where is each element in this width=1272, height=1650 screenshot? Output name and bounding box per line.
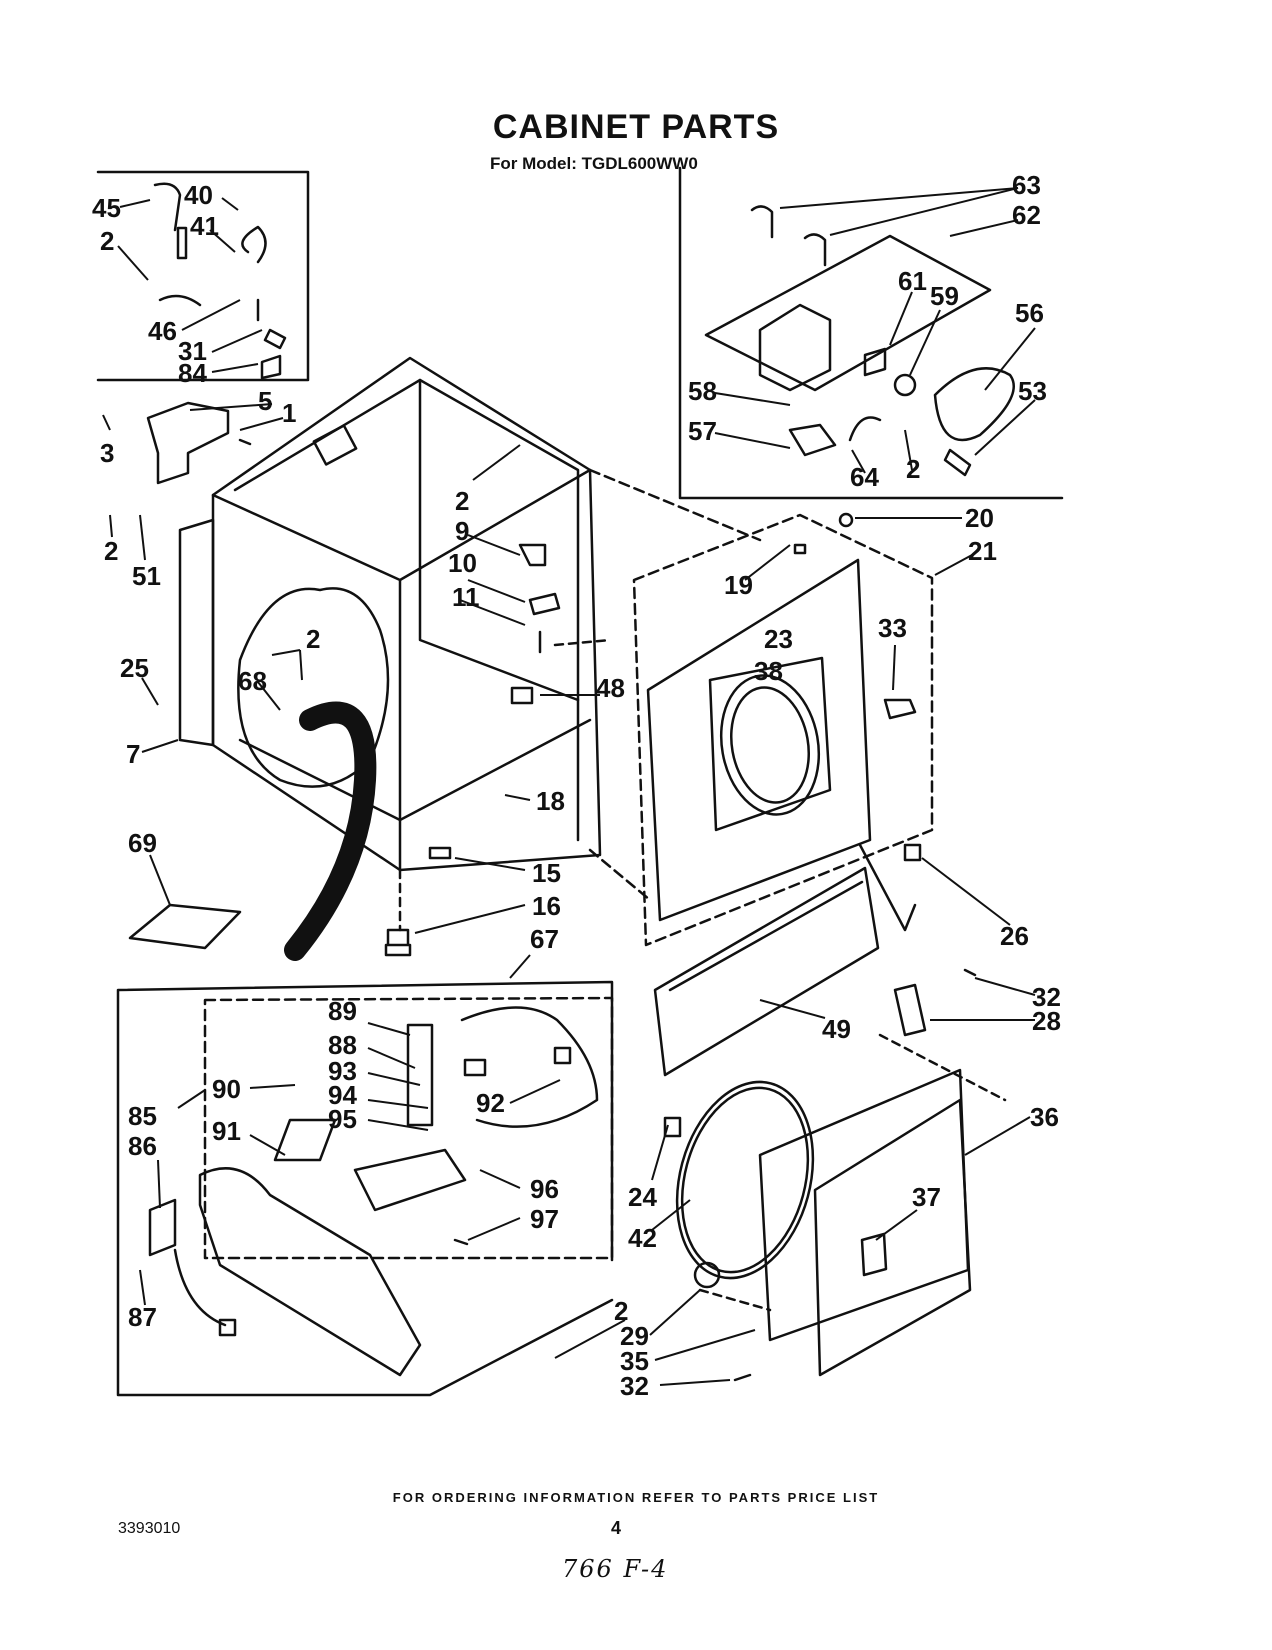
inset-box-top-left xyxy=(96,170,310,382)
callout-2: 2 xyxy=(100,226,114,256)
callout-23: 23 xyxy=(764,624,793,654)
callout-87: 87 xyxy=(128,1302,157,1332)
callout-42: 42 xyxy=(628,1223,657,1253)
callout-15: 15 xyxy=(532,858,561,888)
callout-93: 93 xyxy=(328,1056,357,1086)
callout-33: 33 xyxy=(878,613,907,643)
callout-36: 36 xyxy=(1030,1102,1059,1132)
callout-9: 9 xyxy=(455,516,469,546)
callout-7: 7 xyxy=(126,739,140,769)
front-panel xyxy=(646,558,872,922)
callout-37: 37 xyxy=(912,1182,941,1212)
callout-62: 62 xyxy=(1012,200,1041,230)
callout-94: 94 xyxy=(328,1080,357,1110)
callout-63: 63 xyxy=(1012,170,1041,200)
callout-38: 38 xyxy=(754,656,783,686)
callout-48: 48 xyxy=(596,673,625,703)
callout-61: 61 xyxy=(898,266,927,296)
callout-32: 32 xyxy=(1032,982,1061,1012)
callout-56: 56 xyxy=(1015,298,1044,328)
callout-91: 91 xyxy=(212,1116,241,1146)
callout-88: 88 xyxy=(328,1030,357,1060)
callout-41: 41 xyxy=(190,211,219,241)
callout-86: 86 xyxy=(128,1131,157,1161)
callout-2: 2 xyxy=(614,1296,628,1326)
callout-46: 46 xyxy=(148,316,177,346)
model-subtitle: For Model: TGDL600WW0 xyxy=(490,154,698,173)
callout-2: 2 xyxy=(104,536,118,566)
callout-2: 2 xyxy=(455,486,469,516)
callout-49: 49 xyxy=(822,1014,851,1044)
callout-64: 64 xyxy=(850,462,879,492)
document-number: 3393010 xyxy=(118,1520,181,1537)
callout-96: 96 xyxy=(530,1174,559,1204)
callout-24: 24 xyxy=(628,1182,657,1212)
front-panel-outline xyxy=(632,513,934,947)
callout-21: 21 xyxy=(968,536,997,566)
callout-97: 97 xyxy=(530,1204,559,1234)
callout-11: 11 xyxy=(452,582,480,612)
callout-18: 18 xyxy=(536,786,565,816)
callout-67: 67 xyxy=(530,924,559,954)
callout-40: 40 xyxy=(184,180,213,210)
callout-95: 95 xyxy=(328,1104,357,1134)
callout-84: 84 xyxy=(178,358,207,388)
callout-89: 89 xyxy=(328,996,357,1026)
page-number: 4 xyxy=(611,1518,622,1538)
callout-51: 51 xyxy=(132,561,161,591)
callout-25: 25 xyxy=(120,653,149,683)
callout-32: 32 xyxy=(620,1371,649,1401)
callout-29: 29 xyxy=(620,1321,649,1351)
page-title: CABINET PARTS xyxy=(492,108,780,146)
callout-59: 59 xyxy=(930,281,959,311)
callout-19: 19 xyxy=(724,570,753,600)
callout-26: 26 xyxy=(1000,921,1029,951)
handwritten-note: 766 F-4 xyxy=(562,1555,669,1583)
callout-31: 31 xyxy=(178,336,207,366)
callout-20: 20 xyxy=(965,503,994,533)
callout-58: 58 xyxy=(688,376,717,406)
callout-16: 16 xyxy=(532,891,561,921)
callout-28: 28 xyxy=(1032,1006,1061,1036)
part-69-plate xyxy=(128,903,242,950)
callout-85: 85 xyxy=(128,1101,157,1131)
callout-69: 69 xyxy=(128,828,157,858)
callout-45: 45 xyxy=(92,193,121,223)
callout-labels: 45 40 41 2 46 31 84 5 1 3 2 51 25 7 2 68… xyxy=(92,170,1061,1401)
callout-1: 1 xyxy=(282,398,296,428)
callout-3: 3 xyxy=(100,438,114,468)
callout-90: 90 xyxy=(212,1074,241,1104)
ordering-note: FOR ORDERING INFORMATION REFER TO PARTS … xyxy=(392,1490,880,1505)
callout-10: 10 xyxy=(448,548,477,578)
door-outer xyxy=(813,1098,972,1377)
callout-2: 2 xyxy=(906,454,920,484)
inset-box-top-right xyxy=(678,166,1064,500)
callout-92: 92 xyxy=(476,1088,505,1118)
callout-68: 68 xyxy=(238,666,267,696)
callout-2: 2 xyxy=(306,624,320,654)
callout-53: 53 xyxy=(1018,376,1047,406)
callout-57: 57 xyxy=(688,416,717,446)
part-49-panel xyxy=(653,866,880,1077)
callout-5: 5 xyxy=(258,386,272,416)
callout-35: 35 xyxy=(620,1346,649,1376)
